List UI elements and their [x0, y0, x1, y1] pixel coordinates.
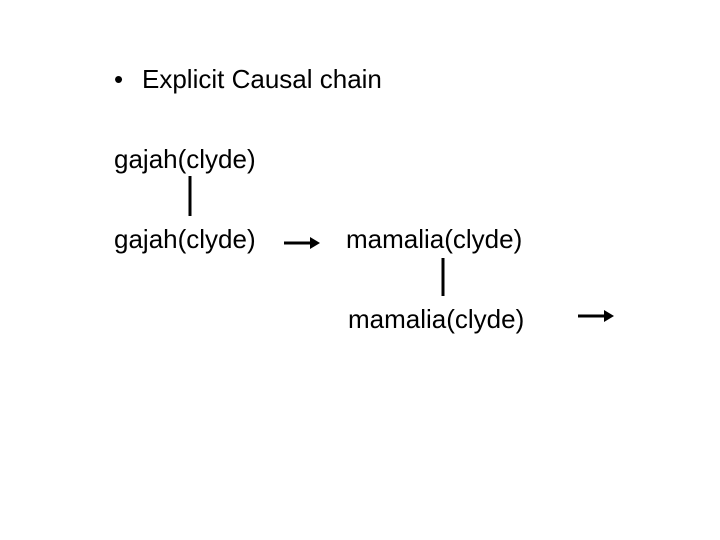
term-gajah-top: gajah(clyde)	[114, 144, 256, 174]
term-gajah-bottom: gajah(clyde)	[114, 224, 256, 254]
bullet-symbol: •	[114, 64, 124, 94]
arrow-right-icon	[284, 237, 320, 249]
term-mamalia-bottom: mamalia(clyde)	[348, 304, 525, 334]
arrow-right-icon	[578, 310, 614, 322]
bullet-text: Explicit Causal chain	[142, 64, 382, 94]
bullet-item: • Explicit Causal chain	[114, 64, 382, 94]
term-mamalia-top: mamalia(clyde)	[346, 224, 523, 254]
